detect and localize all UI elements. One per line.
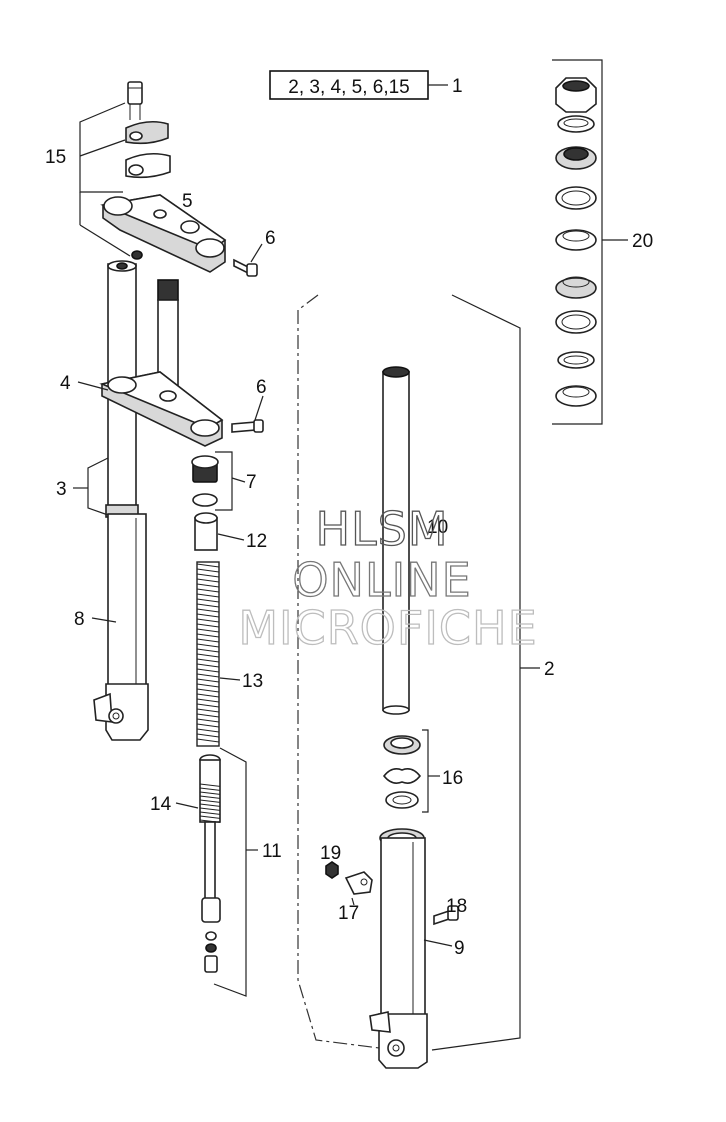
part-19-nut: 19 <box>320 843 341 879</box>
part-14-rebound-spring: 14 <box>150 754 221 823</box>
part-16-seal-kit: 16 <box>382 729 463 813</box>
callout-6a[interactable]: 6 <box>265 228 276 249</box>
kit-box: 2, 3, 4, 5, 6,15 1 <box>269 70 463 100</box>
callout-16[interactable]: 16 <box>442 768 463 789</box>
callout-17[interactable]: 17 <box>338 903 359 924</box>
part-13-fork-spring: 13 <box>196 561 263 747</box>
part-11-damper-rod: 11 <box>201 747 282 997</box>
callout-12[interactable]: 12 <box>246 531 267 552</box>
part-6-upper-bolt: 6 <box>233 228 276 277</box>
callout-19[interactable]: 19 <box>320 843 341 864</box>
callout-18[interactable]: 18 <box>446 896 467 917</box>
part-8-left-outer-slider: 8 <box>74 513 149 741</box>
callout-13[interactable]: 13 <box>242 671 263 692</box>
part-6-lower-bolt: 6 <box>231 377 267 433</box>
part-7-fork-cap: 7 <box>191 451 257 511</box>
callout-6b[interactable]: 6 <box>256 377 267 398</box>
part-15-handlebar-clamp: 15 <box>45 81 171 193</box>
callout-2[interactable]: 2 <box>544 659 555 680</box>
part-9-right-outer-slider: 9 <box>369 828 465 1069</box>
callout-7[interactable]: 7 <box>246 472 257 493</box>
kit-box-text: 2, 3, 4, 5, 6,15 <box>288 77 409 98</box>
part-18-bolt: 18 <box>433 896 467 926</box>
part-17-bracket-clip: 17 <box>338 871 373 924</box>
part-10-inner-fork-tube: 10 <box>382 366 448 715</box>
callout-10[interactable]: 10 <box>427 517 448 538</box>
callout-8[interactable]: 8 <box>74 609 85 630</box>
callout-9[interactable]: 9 <box>454 938 465 959</box>
callout-11[interactable]: 11 <box>262 841 282 862</box>
callout-1[interactable]: 1 <box>452 76 463 97</box>
part-20-steering-bearing-kit: 20 <box>552 59 653 425</box>
callout-20[interactable]: 20 <box>632 231 653 252</box>
callout-3-bracket: 3 <box>56 457 109 516</box>
part-5-upper-triple-clamp: 5 <box>79 191 227 273</box>
callout-4[interactable]: 4 <box>60 373 71 394</box>
callout-2-bracket: 2 <box>297 294 555 1051</box>
callout-15[interactable]: 15 <box>45 147 66 168</box>
callout-14[interactable]: 14 <box>150 794 172 815</box>
callout-3[interactable]: 3 <box>56 479 67 500</box>
part-12-spacer: 12 <box>194 512 267 552</box>
watermark-line-2: ONLINE <box>292 553 471 607</box>
watermark: HLSM ONLINE MICROFICHE <box>238 501 538 655</box>
callout-5[interactable]: 5 <box>182 191 193 212</box>
watermark-line-3: MICROFICHE <box>238 601 537 655</box>
watermark-line-1: HLSM <box>315 502 448 556</box>
part-4-lower-triple-clamp: 4 <box>60 279 224 447</box>
